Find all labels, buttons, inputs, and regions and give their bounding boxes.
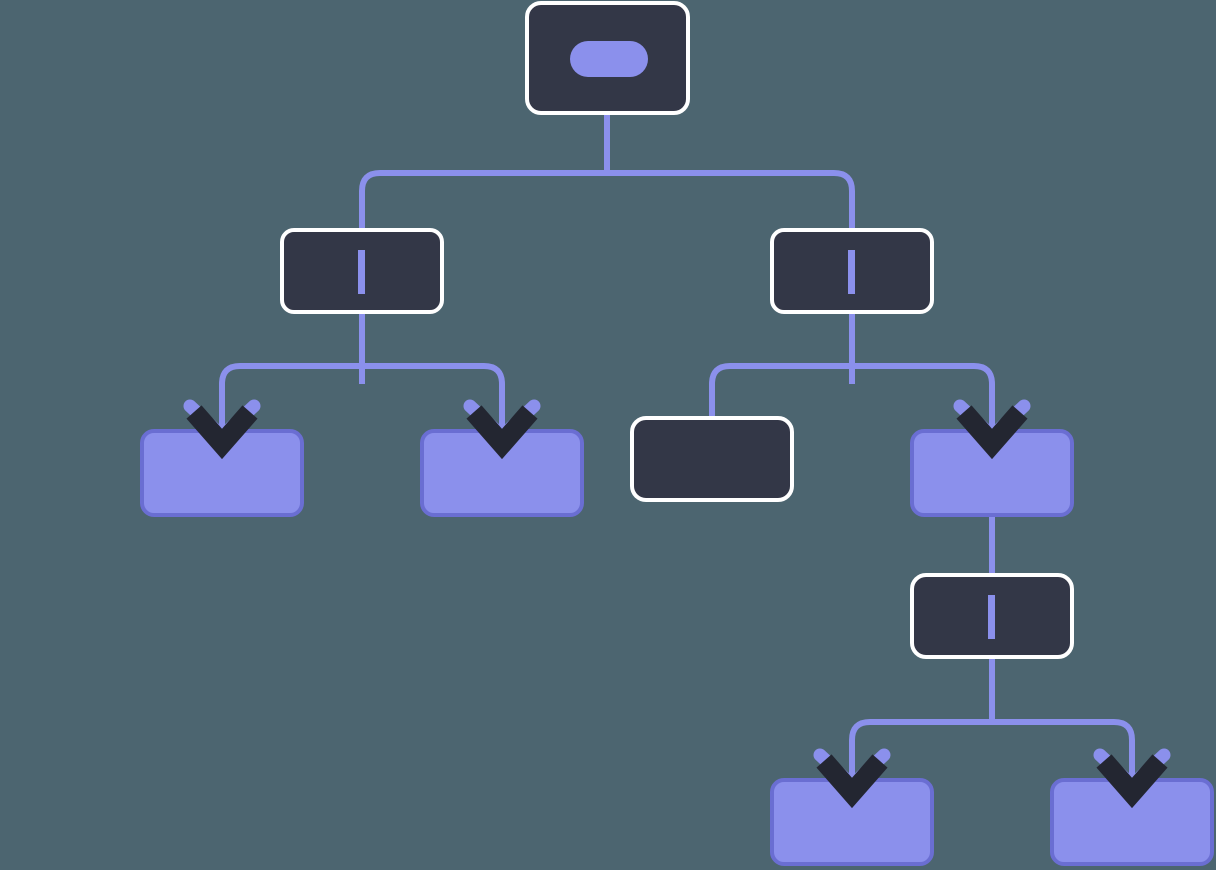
edge-dark-lower-split (849, 657, 1135, 781)
node-root[interactable] (525, 1, 690, 115)
node-branch-right-bar-content (848, 250, 855, 294)
node-branch-left-bar-content (358, 250, 365, 294)
edge-root-to-branches (359, 113, 855, 230)
edge-branch-left-split (219, 312, 505, 432)
node-root-pill-content (570, 41, 648, 77)
edge-branch-right-split (709, 312, 995, 432)
node-dark-lower-bar-content (988, 595, 995, 639)
node-branch-right[interactable] (770, 228, 934, 314)
node-empty-dark-box[interactable] (630, 416, 794, 502)
node-branch-left[interactable] (280, 228, 444, 314)
node-empty-dark[interactable] (630, 416, 794, 502)
connector-layer (219, 113, 1135, 781)
node-dark-lower[interactable] (910, 573, 1074, 659)
